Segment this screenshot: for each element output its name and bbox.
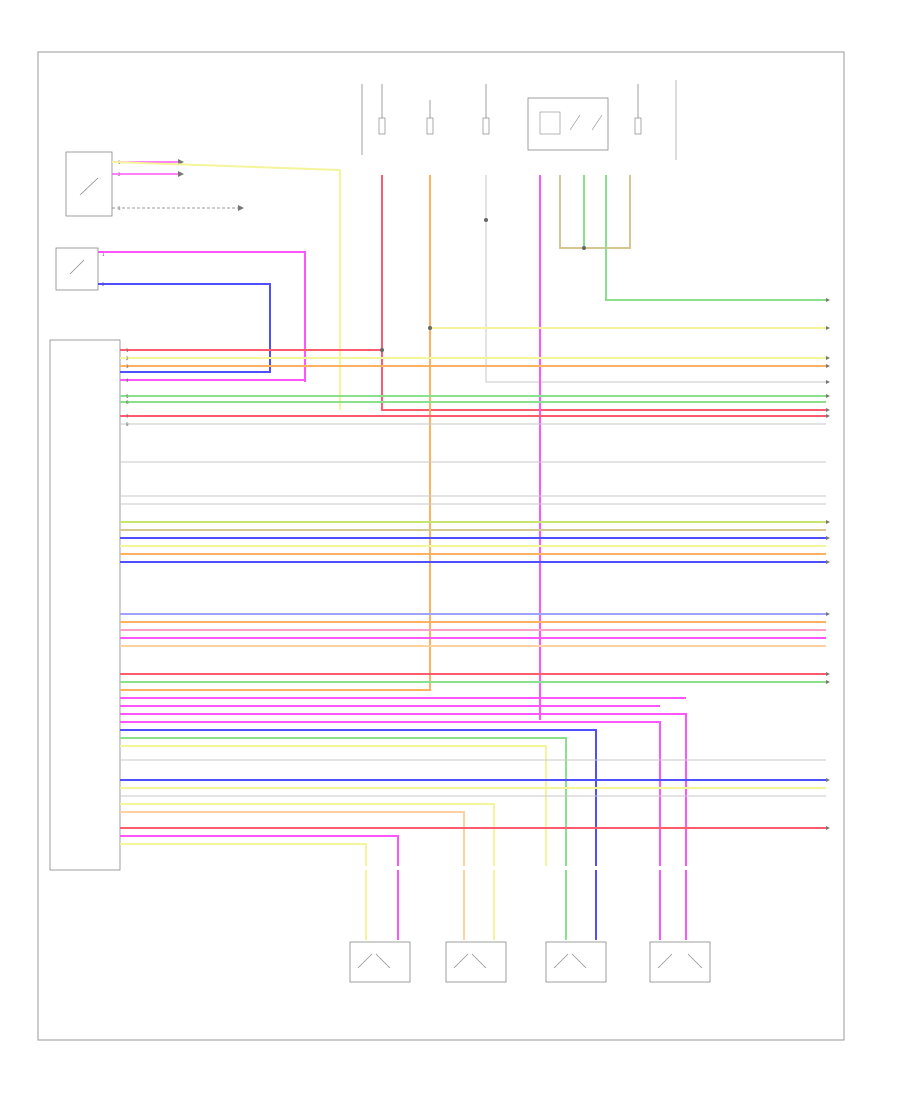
svg-text:5: 5	[126, 394, 129, 399]
diagram-border	[37, 51, 845, 1041]
wire-harness	[98, 161, 826, 866]
power-feed-3	[634, 80, 677, 160]
svg-text:3: 3	[118, 206, 121, 211]
parking-brake-switch: 1 2 3	[65, 151, 244, 217]
solenoid-1	[349, 870, 411, 983]
svg-text:2: 2	[126, 356, 129, 361]
svg-text:8: 8	[126, 422, 129, 427]
svg-text:3: 3	[126, 364, 129, 369]
solenoid-3	[545, 870, 607, 983]
solenoid-2	[445, 870, 507, 983]
svg-text:6: 6	[126, 400, 129, 405]
seat-switch: 1 2	[55, 247, 105, 291]
right-terminals	[826, 298, 830, 830]
solenoid-4	[649, 870, 711, 983]
module-pin-numbers: 1 2 3 4 56 7 8	[126, 348, 129, 427]
svg-text:1: 1	[102, 252, 105, 257]
splices	[380, 218, 586, 352]
relay-box	[527, 97, 609, 151]
svg-text:4: 4	[126, 378, 129, 383]
svg-text:7: 7	[126, 414, 129, 419]
power-feed-1	[361, 84, 434, 155]
svg-text:1: 1	[126, 348, 129, 353]
power-feed-2	[482, 84, 490, 135]
control-module	[49, 339, 121, 871]
